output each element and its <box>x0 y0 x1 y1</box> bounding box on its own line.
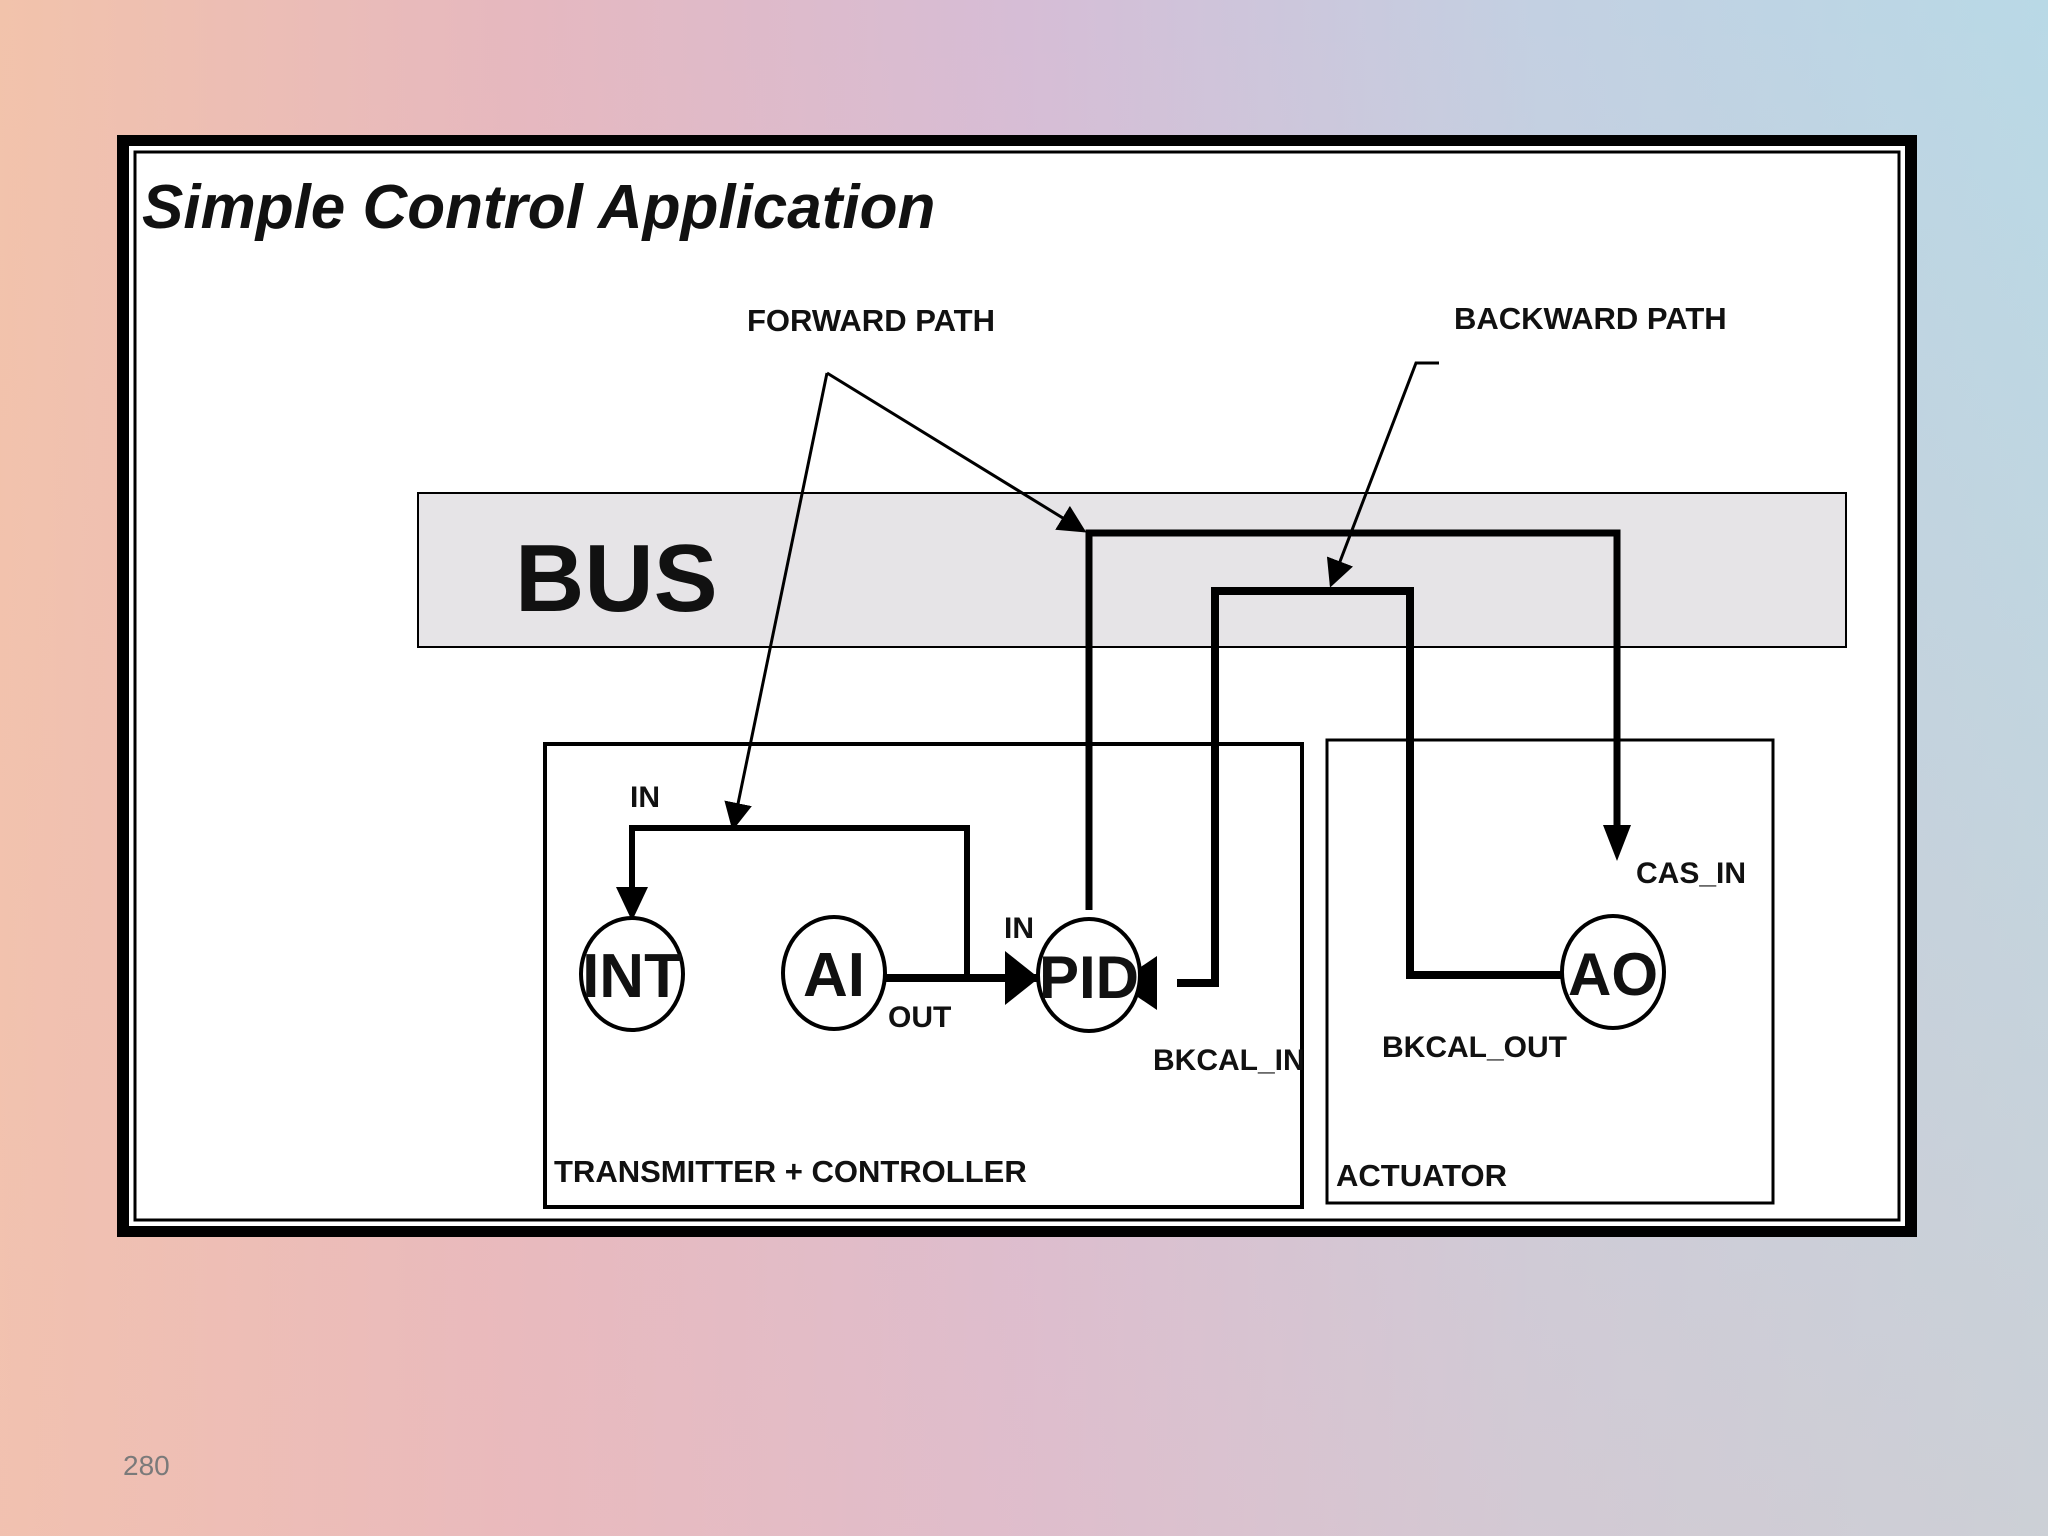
backward-link-ao-to-pid <box>1177 587 1562 987</box>
int-in-label: IN <box>630 781 660 814</box>
int-block <box>579 916 685 1032</box>
cas-in-arrowhead <box>1603 825 1631 861</box>
transmitter-controller-label: TRANSMITTER + CONTROLLER <box>554 1154 1027 1189</box>
backward-path-pointer <box>1326 361 1439 588</box>
panel-border <box>133 150 1901 1222</box>
forward-path-pointer-to-link <box>724 372 829 831</box>
ai-to-int-link <box>629 825 970 978</box>
control-diagram: Simple Control Application BUS INT AI PI… <box>129 146 1905 1226</box>
pid-block <box>1036 917 1142 1033</box>
diagram-frame: Simple Control Application BUS INT AI PI… <box>117 135 1917 1237</box>
panel-background <box>129 146 1905 1226</box>
transmitter-controller-box <box>543 742 1304 1209</box>
forward-path-label: FORWARD PATH <box>747 303 995 338</box>
actuator-box <box>1325 738 1775 1205</box>
forward-path-pointer-to-bus <box>826 371 1087 533</box>
int-block-label: INT <box>582 942 682 1011</box>
backward-path-label: BACKWARD PATH <box>1454 301 1727 336</box>
bus-band <box>417 492 1847 648</box>
bus-label: BUS <box>515 525 718 632</box>
pid-in-label: IN <box>1004 912 1034 945</box>
cas-in-label: CAS_IN <box>1636 857 1746 890</box>
pid-block-label: PID <box>1039 944 1139 1011</box>
ao-block <box>1560 914 1666 1030</box>
forward-link-pid-to-ao <box>1085 529 1621 910</box>
ao-block-label: AO <box>1568 941 1658 1008</box>
ai-block <box>781 915 887 1031</box>
ai-block-label: AI <box>803 941 865 1010</box>
bkcal-out-label: BKCAL_OUT <box>1382 1031 1567 1064</box>
ai-out-label: OUT <box>888 1001 951 1034</box>
pid-in-arrowhead <box>1005 951 1039 1005</box>
actuator-label: ACTUATOR <box>1336 1158 1507 1193</box>
diagram-title: Simple Control Application <box>142 173 935 242</box>
bkcal-in-label: BKCAL_IN <box>1153 1044 1305 1077</box>
int-in-arrowhead <box>616 887 648 921</box>
slide-number: 280 <box>123 1450 170 1481</box>
